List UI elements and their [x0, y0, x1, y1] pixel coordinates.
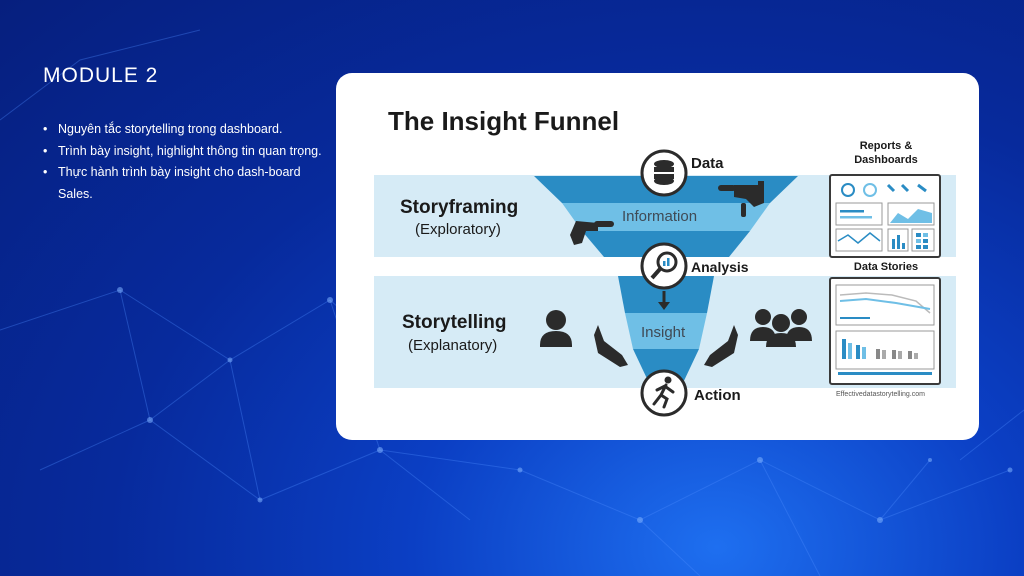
bullet-item: Trình bày insight, highlight thông tin q…	[43, 141, 333, 163]
bullet-list: Nguyên tắc storytelling trong dashboard.…	[43, 119, 333, 205]
funnel-card: The Insight Funnel Data Information Anal…	[336, 73, 979, 440]
pointing-hand-icon	[570, 221, 614, 245]
stage-action-label: Action	[694, 387, 741, 404]
storyframing-subtitle: (Exploratory)	[415, 221, 501, 238]
bullet-item: Thực hành trình bày insight cho dash-boa…	[43, 162, 333, 205]
open-hand-icon	[594, 325, 628, 367]
funnel-segment	[625, 313, 707, 349]
person-icon	[540, 310, 572, 347]
open-hand-icon	[704, 325, 738, 367]
figure-heading: The Insight Funnel	[388, 106, 620, 136]
slide-title: MODULE 2	[43, 64, 159, 87]
bullet-item: Nguyên tắc storytelling trong dashboard.	[43, 119, 333, 141]
storytelling-title: Storytelling	[402, 312, 507, 333]
storyframing-title: Storyframing	[400, 197, 519, 218]
running-person-icon	[640, 369, 688, 417]
audience-icon	[750, 309, 812, 347]
reports-label: Reports & Dashboards	[854, 140, 918, 166]
credit-text: Effectivedatastorytelling.com	[836, 391, 925, 398]
database-icon	[640, 149, 688, 197]
stage-data-label: Data	[691, 155, 724, 172]
funnel-segment	[618, 276, 714, 313]
data-story-thumbnail	[829, 277, 941, 385]
stage-information-label: Information	[622, 208, 698, 225]
pointing-hand-icon	[718, 181, 764, 217]
arrow-down-icon	[658, 291, 670, 310]
stage-insight-label: Insight	[641, 324, 686, 341]
dashboard-thumbnail	[829, 174, 941, 258]
data-stories-label: Data Stories	[853, 261, 919, 273]
funnel-graphic	[374, 149, 956, 417]
magnifier-chart-icon	[640, 242, 688, 290]
stage-analysis-label: Analysis	[691, 259, 749, 275]
storytelling-subtitle: (Explanatory)	[408, 337, 498, 354]
